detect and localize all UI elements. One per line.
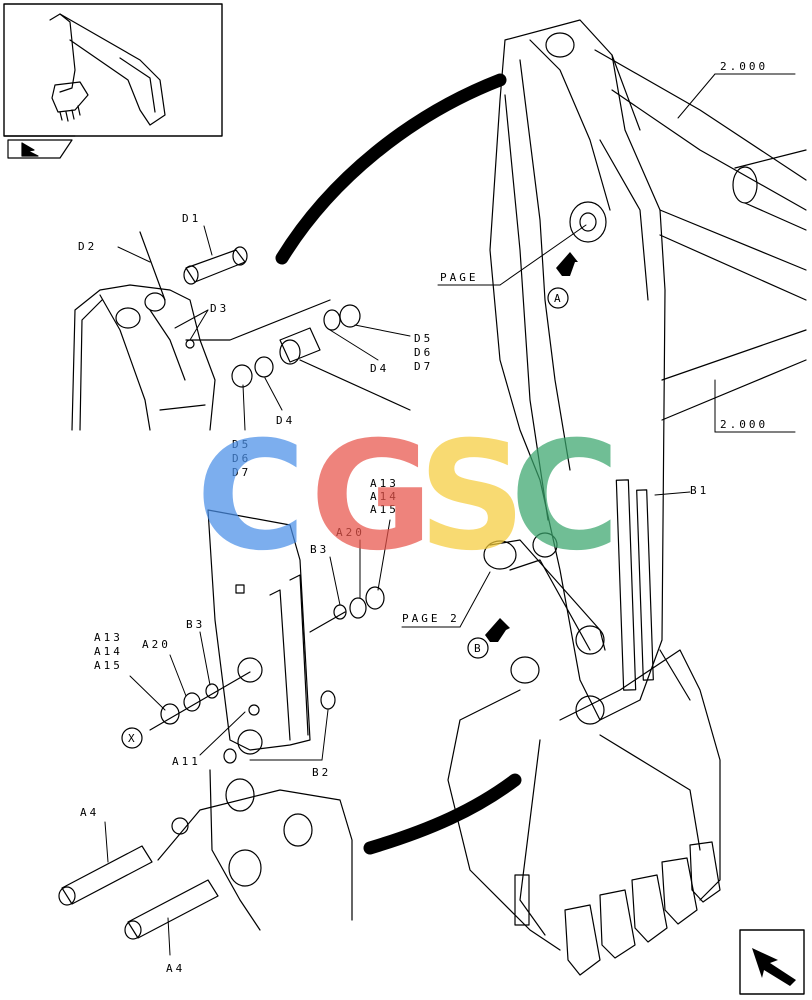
leader-arc-upper xyxy=(282,80,500,258)
label-x: X xyxy=(128,732,135,745)
watermark: C G S C xyxy=(196,410,620,584)
thumbnail-arrow-icon xyxy=(22,143,38,156)
watermark-letter-c2: C xyxy=(510,410,620,584)
next-page-button[interactable] xyxy=(740,930,804,994)
label-b2: B2 xyxy=(312,766,331,779)
label-d7: D7 xyxy=(414,360,433,373)
label-b3-left: B3 xyxy=(186,618,205,631)
label-callout-b: B xyxy=(474,642,481,655)
arm-end-detail xyxy=(59,510,384,939)
callout-a-circle[interactable] xyxy=(548,288,568,308)
arrow-a-icon xyxy=(556,252,578,276)
label-a20-top: A20 xyxy=(336,526,365,539)
label-d1: D1 xyxy=(182,212,201,225)
label-a14-top: A14 xyxy=(370,490,399,503)
label-b1: B1 xyxy=(690,484,709,497)
label-d6: D6 xyxy=(414,346,433,359)
label-d2: D2 xyxy=(78,240,97,253)
label-d6-lower: D6 xyxy=(232,452,251,465)
label-a13-top: A13 xyxy=(370,477,399,490)
label-a4-lower: A4 xyxy=(166,962,185,975)
leader-arc-lower xyxy=(370,780,515,848)
watermark-letter-s: S xyxy=(418,410,526,584)
label-a20-left: A20 xyxy=(142,638,171,651)
part-labels: D1 D2 D3 D5 D6 D7 D4 D4 D5 D6 D7 A13 A14… xyxy=(78,60,768,975)
label-d7-lower: D7 xyxy=(232,466,251,479)
arrow-b-icon xyxy=(485,618,510,642)
watermark-letter-c1: C xyxy=(196,410,306,584)
label-callout-a: A xyxy=(554,292,561,305)
watermark-letter-g: G xyxy=(310,410,433,584)
label-b3-top: B3 xyxy=(310,543,329,556)
label-d4-lower: D4 xyxy=(276,414,295,427)
label-d3: D3 xyxy=(210,302,229,315)
label-a14-left: A14 xyxy=(94,645,123,658)
thumbnail-inset[interactable] xyxy=(4,4,222,158)
callout-b-circle[interactable] xyxy=(468,638,488,658)
label-a4-upper: A4 xyxy=(80,806,99,819)
leader-lines xyxy=(105,74,795,955)
arm-assembly xyxy=(448,20,806,975)
label-a13-left: A13 xyxy=(94,631,123,644)
label-ref-top: 2.000 xyxy=(720,60,768,73)
label-a15-top: A15 xyxy=(370,503,399,516)
label-a15-left: A15 xyxy=(94,659,123,672)
label-d5-lower: D5 xyxy=(232,438,251,451)
cylinder-mount-detail xyxy=(72,232,410,430)
label-page-mid: PAGE 2 xyxy=(402,612,460,625)
label-d4: D4 xyxy=(370,362,389,375)
label-d5: D5 xyxy=(414,332,433,345)
label-page-top: PAGE xyxy=(440,271,479,284)
label-a11: A11 xyxy=(172,755,201,768)
next-page-arrow-icon xyxy=(752,948,796,986)
callout-x-circle[interactable] xyxy=(122,728,142,748)
label-ref-mid: 2.000 xyxy=(720,418,768,431)
